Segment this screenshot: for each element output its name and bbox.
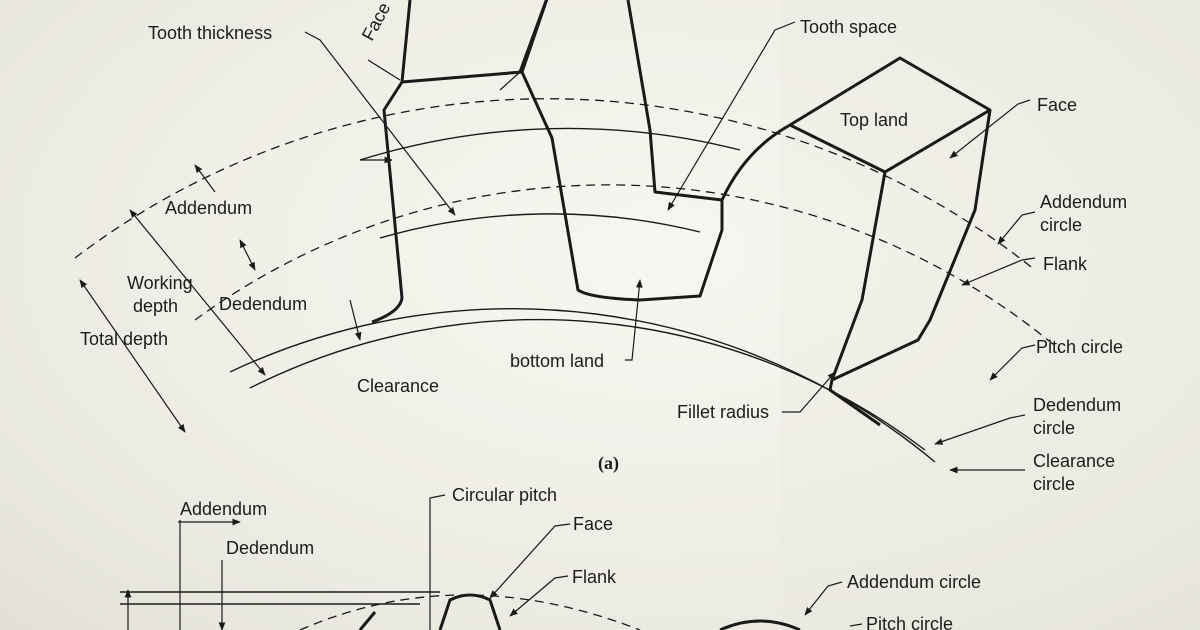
lower-label-dedendum: Dedendum [226,538,314,558]
top-land-arrow [499,71,521,91]
clearance-dim [349,299,362,341]
lower-pitch-circle-leader [849,623,863,627]
gear-teeth [371,0,992,427]
label-clearance-circle-2: circle [1033,474,1075,494]
lower-label-circular-pitch: Circular pitch [452,485,557,505]
label-addendum: Addendum [165,198,252,218]
lower-tooth-1 [438,593,502,630]
background-page-text [780,0,1200,630]
top-tooth-face [518,0,548,73]
label-flank: Flank [1043,254,1088,274]
lower-flank-leader [509,575,569,617]
lower-right-gear-edge [719,619,801,630]
center-tooth-top [400,0,412,83]
face-right-leader [949,99,1031,159]
tooth-thickness-leader [304,31,456,216]
label-working-depth-1: Working [127,273,193,293]
figure-caption: (a) [598,453,619,474]
label-addendum-circle-1: Addendum [1040,192,1127,212]
leader-lines [79,21,1036,474]
bottom-land-leader [625,279,643,361]
label-face-top: Face [358,0,394,44]
center-tooth-outline [371,0,549,324]
lower-label-face: Face [573,514,613,534]
label-addendum-circle-2: circle [1040,215,1082,235]
label-dedendum-circle-1: Dedendum [1033,395,1121,415]
page-shadow [780,0,1200,630]
label-top-land: Top land [840,110,908,130]
dedendum-circle-leader [934,414,1026,445]
lower-addendum-circle-leader [804,581,843,616]
addendum-dim [194,164,216,193]
lower-addendum-arc [299,594,641,630]
face-top-leader [367,59,401,81]
addendum-circle-arc [74,98,1036,271]
dedendum-dim [239,239,256,271]
working-depth-dim [129,209,266,376]
label-clearance: Clearance [357,376,439,396]
pitch-circle-leader [989,344,1036,381]
label-fillet-radius: Fillet radius [677,402,769,422]
total-depth-dim [79,279,186,433]
fillet-radius-leader [782,371,836,413]
lower-tooth-2 [358,611,377,630]
lower-figure: Circular pitch Addendum Dedendum Face Fl… [120,485,981,630]
label-clearance-circle-1: Clearance [1033,451,1115,471]
upper-labels: Face Tooth thickness Tooth space Face To… [80,0,1127,494]
label-working-depth-2: depth [133,296,178,316]
right-tooth-outline [720,56,992,427]
label-pitch-circle: Pitch circle [1036,337,1123,357]
tooth-thickness-arc [379,213,701,239]
label-dedendum: Dedendum [219,294,307,314]
label-tooth-thickness: Tooth thickness [148,23,272,43]
label-dedendum-circle-2: circle [1033,418,1075,438]
lower-circular-pitch-leader [429,494,446,630]
lower-label-addendum-circle: Addendum circle [847,572,981,592]
lower-face-leader [489,523,571,599]
center-tooth-flank-right [520,0,724,302]
flank-leader [961,257,1036,286]
tooth-space-leader [667,21,796,211]
label-bottom-land: bottom land [510,351,604,371]
lower-label-pitch-circle: Pitch circle [866,614,953,630]
right-tooth-flank-line [830,171,887,381]
label-face-right: Face [1037,95,1077,115]
lower-label-addendum: Addendum [180,499,267,519]
pitch-circle-arc [194,184,1061,351]
label-tooth-space: Tooth space [800,17,897,37]
addendum-circle-leader [997,211,1036,245]
label-total-depth: Total depth [80,329,168,349]
lower-label-flank: Flank [572,567,617,587]
